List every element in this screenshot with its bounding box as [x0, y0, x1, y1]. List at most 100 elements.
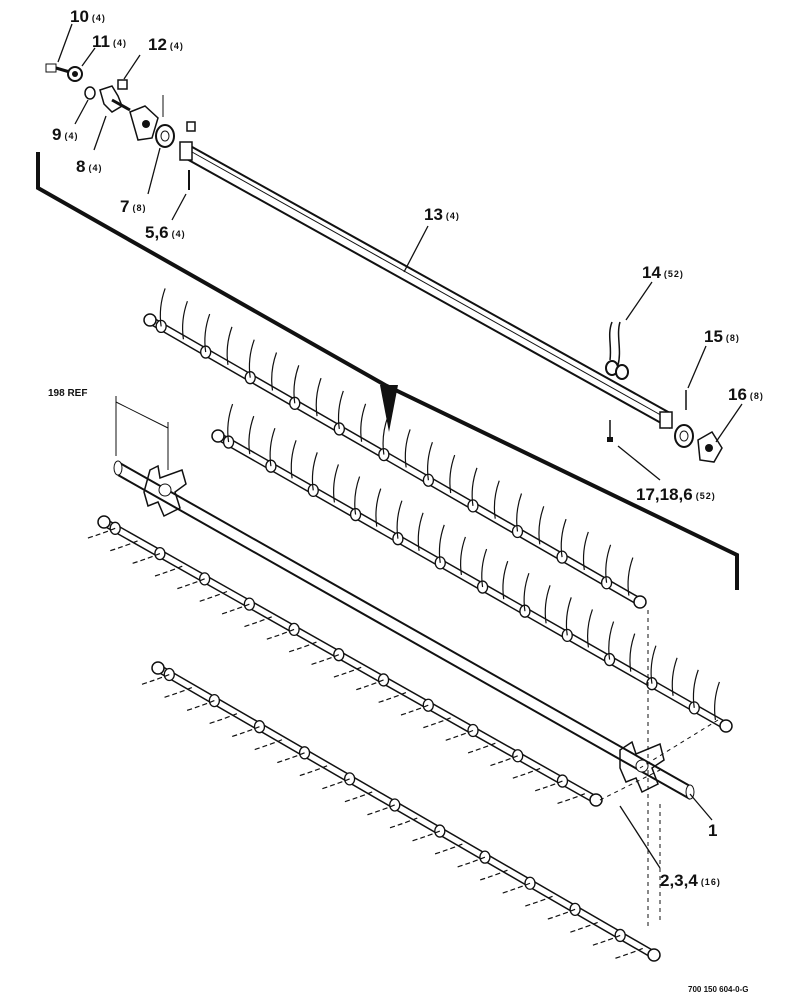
tine [382, 416, 389, 455]
callout-5-6: 5,6(4) [145, 223, 186, 242]
exploded-view-bracket [36, 152, 739, 590]
tine-bar [211, 403, 733, 733]
alignment-dashes [599, 610, 719, 930]
nut-12 [117, 79, 128, 90]
tine [389, 817, 418, 829]
ref-label: 198 REF [48, 388, 87, 399]
tine [86, 527, 116, 539]
tine [627, 557, 634, 596]
rake-tine-bars [86, 288, 733, 962]
tine [417, 512, 424, 551]
callout-8: 8(4) [76, 157, 102, 176]
callout-1: 1 [708, 821, 717, 840]
tine [288, 641, 317, 653]
drawing-number: 700 150 604-0-G [688, 985, 749, 994]
bracket-pointer-arrow [380, 385, 398, 432]
callout-2-3-4: 2,3,4(16) [660, 871, 721, 890]
tine [629, 633, 636, 672]
spider-plate-left [143, 464, 187, 518]
tine [321, 778, 350, 790]
screw-17-18-6 [607, 420, 613, 442]
tine [471, 467, 478, 506]
tine [375, 488, 382, 527]
callout-14: 14(52) [642, 263, 684, 282]
tine [290, 440, 297, 479]
tine [360, 403, 367, 442]
tine [159, 288, 166, 327]
tine [221, 603, 250, 615]
tine [227, 403, 234, 443]
tine [298, 765, 328, 777]
bearing-7 [155, 124, 175, 148]
callout-7: 7(8) [120, 197, 146, 216]
spacer-9 [84, 86, 96, 100]
tine [411, 830, 441, 842]
tine-14 [605, 321, 629, 380]
tine [131, 553, 161, 565]
tine [556, 793, 586, 805]
tine [355, 679, 384, 691]
callout-15: 15(8) [704, 327, 740, 346]
callout-10: 10(4) [70, 7, 106, 26]
crank-arm-8 [99, 85, 131, 113]
center-shaft-1 [113, 460, 695, 800]
tine [208, 713, 238, 725]
tine [310, 654, 340, 666]
tine [544, 585, 551, 624]
tine [315, 377, 322, 417]
tine [569, 921, 598, 933]
tine [248, 415, 255, 455]
bearing-right [674, 424, 694, 448]
tine [109, 540, 138, 552]
tine [276, 752, 305, 764]
bearing-flange [129, 95, 164, 141]
rake-bar-13 [179, 141, 673, 429]
tine [481, 548, 488, 588]
tine [396, 500, 403, 539]
tine [176, 578, 205, 590]
tine [671, 657, 678, 696]
leader-lines [57, 23, 743, 869]
tine [565, 597, 572, 636]
tine [198, 590, 228, 603]
tine [366, 804, 395, 816]
tine [501, 882, 531, 894]
tine [141, 673, 170, 686]
tine [523, 573, 530, 612]
spider-plate-right [619, 740, 665, 794]
tine [489, 755, 518, 767]
tine [154, 565, 183, 577]
tine [434, 843, 463, 855]
tine [422, 717, 451, 729]
callout-16: 16(8) [728, 385, 764, 404]
callout-17-18-6: 17,18,6(52) [636, 485, 716, 504]
tine [467, 742, 496, 754]
tine [582, 531, 589, 571]
ref-dimension [115, 396, 169, 470]
tine [650, 645, 657, 684]
tine [377, 692, 407, 704]
tine [427, 442, 433, 481]
tine [502, 560, 509, 600]
tine [231, 726, 260, 738]
tine [449, 454, 456, 494]
tine [608, 621, 615, 660]
tine [516, 493, 523, 532]
tine [404, 429, 411, 468]
tine [587, 609, 593, 648]
tine [479, 869, 508, 881]
tine-bar [143, 288, 647, 609]
tine [692, 669, 699, 708]
tine [546, 908, 576, 920]
nut-top [186, 121, 196, 132]
tine [293, 365, 300, 404]
tine [182, 301, 188, 340]
callout-13: 13(4) [424, 205, 460, 224]
tine [248, 339, 255, 378]
tine [605, 544, 612, 583]
tine [333, 464, 339, 503]
tine [311, 452, 318, 491]
tine [226, 326, 233, 365]
tine [332, 666, 362, 678]
tine [438, 524, 445, 563]
